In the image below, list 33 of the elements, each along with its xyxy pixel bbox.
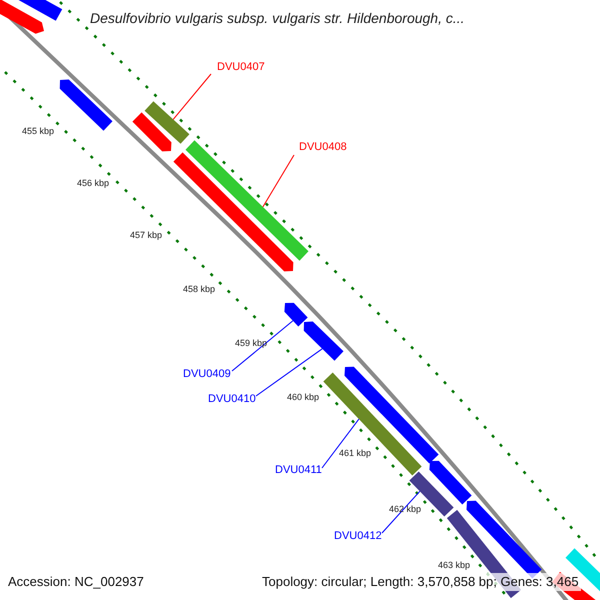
leader-line: [232, 320, 294, 372]
tick-label: 463 kbp: [438, 560, 470, 571]
gene-label: DVU0408: [299, 140, 347, 154]
gene-block: [409, 472, 454, 516]
tick-label: 457 kbp: [130, 230, 162, 241]
pointed-gene-block: [0, 0, 44, 34]
tick-label: 461 kbp: [339, 448, 372, 459]
pointed-gene-block: [173, 152, 294, 272]
title: Desulfovibrio vulgaris subsp. vulgaris str. Hildenborough, c...: [90, 9, 465, 28]
leader-line: [322, 418, 360, 468]
pointed-gene-block: [429, 460, 472, 504]
leader-line: [172, 74, 212, 120]
pointed-gene-block: [304, 322, 344, 361]
gene-label: DVU0407: [217, 60, 265, 74]
tick-label: 459 kbp: [235, 338, 268, 349]
tick-label: 460 kbp: [287, 392, 320, 403]
gene-block: [144, 101, 190, 144]
leader-line: [262, 154, 294, 208]
tick-label: 462 kbp: [389, 504, 422, 515]
tick-label: 458 kbp: [183, 284, 216, 295]
tick-label: 455 kbp: [22, 126, 54, 137]
footer-text: Topology: circular; Length: 3,570,858 bp; Genes: 3,465: [260, 573, 581, 591]
pointed-gene-block: [284, 302, 308, 326]
gene-label: DVU0410: [208, 392, 256, 406]
gene-block: [323, 372, 422, 476]
gene-label: DVU0409: [183, 367, 231, 381]
gene-label: DVU0411: [275, 463, 322, 477]
pointed-gene-block: [132, 112, 172, 152]
gene-label: DVU0412: [334, 529, 382, 543]
leader-line: [256, 348, 323, 396]
leader-line: [382, 490, 420, 534]
tick-label: 456 kbp: [77, 178, 110, 189]
pointed-gene-block: [60, 80, 112, 131]
